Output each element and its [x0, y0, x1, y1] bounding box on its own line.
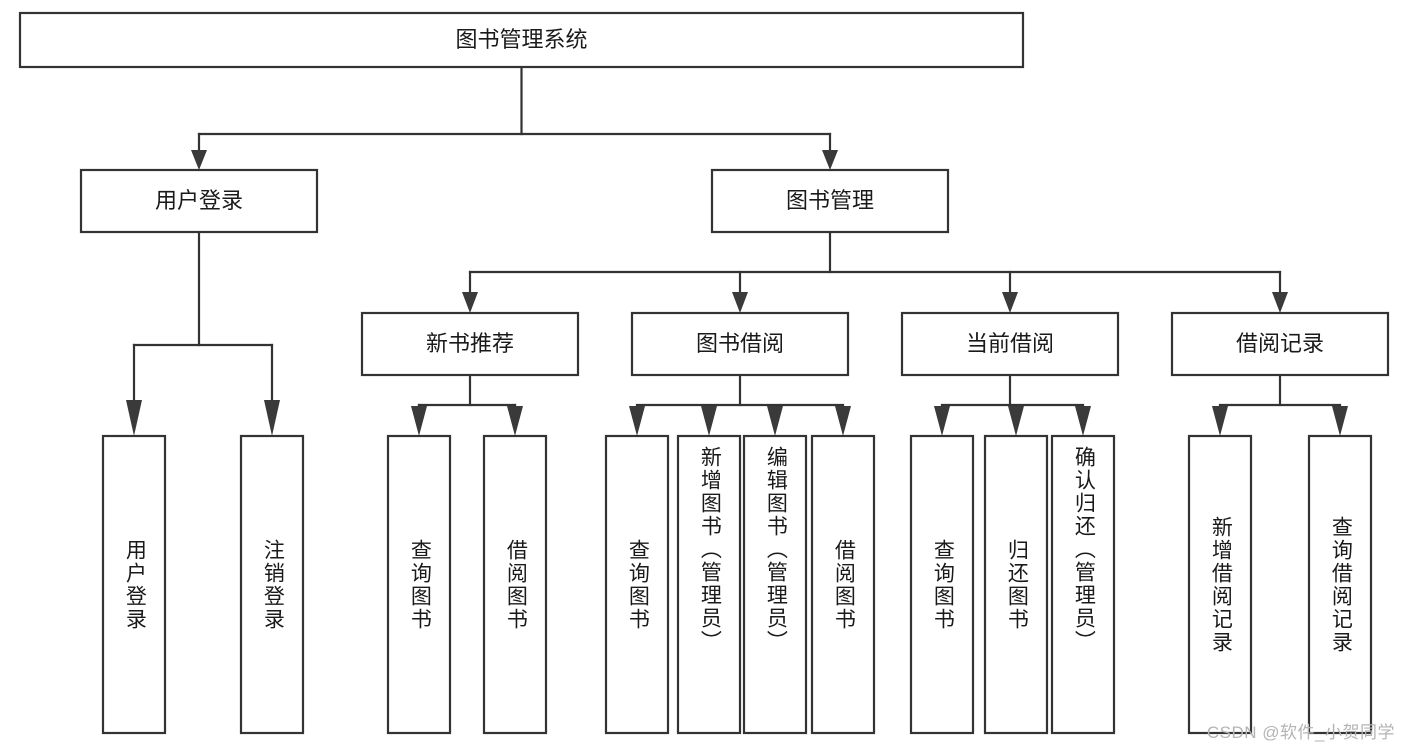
- arrow-head-leaf-query-book-cur: [934, 406, 950, 436]
- node-current-borrow-box[interactable]: [900, 311, 1120, 377]
- node-book-borrow-label: 图书借阅: [696, 331, 784, 356]
- connectors-borrow-record-to-leaves: [1212, 373, 1348, 436]
- node-new-book-recommend-box[interactable]: [360, 311, 580, 377]
- node-leaf-borrow-book-box[interactable]: [810, 434, 876, 735]
- node-book-borrow[interactable]: 图书借阅: [630, 311, 850, 377]
- node-root-box[interactable]: [18, 11, 1025, 69]
- node-leaf-query-record-box[interactable]: [1307, 434, 1373, 735]
- arrow-head-book-borrow: [732, 292, 748, 313]
- node-book-management-box[interactable]: [710, 168, 950, 234]
- arrow-head-leaf-add-record: [1212, 406, 1228, 436]
- connectors-user-login-to-leaves: [126, 230, 280, 436]
- node-new-book-recommend-label: 新书推荐: [426, 331, 514, 356]
- node-borrow-record-box[interactable]: [1170, 311, 1390, 377]
- arrow-head-leaf-query-book-rec: [411, 406, 427, 436]
- arrow-head-leaf-user-login: [126, 400, 142, 436]
- node-book-management[interactable]: 图书管理: [710, 168, 950, 234]
- node-book-borrow-box[interactable]: [630, 311, 850, 377]
- node-book-management-label: 图书管理: [786, 188, 874, 213]
- node-root-label: 图书管理系统: [455, 27, 587, 52]
- node-current-borrow-label: 当前借阅: [966, 331, 1054, 356]
- node-root[interactable]: 图书管理系统: [18, 11, 1025, 69]
- connectors-book-borrow-to-leaves: [629, 373, 851, 436]
- arrow-head-leaf-edit-book: [767, 406, 783, 436]
- arrow-head-leaf-return-book: [1008, 406, 1024, 436]
- node-leaf-user-login-box[interactable]: [101, 434, 167, 735]
- connectors-book-management-to-level2: [462, 230, 1288, 313]
- arrow-head-leaf-borrow-book-rec: [507, 406, 523, 436]
- arrow-head-leaf-query-book-borrow: [629, 406, 645, 436]
- node-leaf-query-book-cur-box[interactable]: [909, 434, 975, 735]
- arrow-head-leaf-add-book: [701, 406, 717, 436]
- arrow-head-leaf-confirm-return: [1075, 406, 1091, 436]
- node-leaf-confirm-return-box[interactable]: [1050, 434, 1116, 735]
- node-user-login-box[interactable]: [79, 168, 319, 234]
- arrow-head-current-borrow: [1002, 292, 1018, 313]
- leaf-boxes: [101, 434, 1373, 735]
- arrow-head-leaf-query-record: [1332, 406, 1348, 436]
- node-leaf-edit-book-box[interactable]: [742, 434, 808, 735]
- arrow-head-borrow-record: [1272, 292, 1288, 313]
- node-borrow-record[interactable]: 借阅记录: [1170, 311, 1390, 377]
- arrow-head-book-management: [822, 150, 838, 170]
- arrow-head-user-login: [191, 150, 207, 170]
- arrow-head-leaf-logout: [264, 400, 280, 436]
- node-leaf-borrow-book-rec-box[interactable]: [482, 434, 548, 735]
- node-leaf-add-book-box[interactable]: [676, 434, 742, 735]
- node-borrow-record-label: 借阅记录: [1236, 331, 1324, 356]
- watermark: CSDN @软件_小贺同学: [1206, 723, 1395, 742]
- connectors-new-book-recommend-to-leaves: [411, 373, 523, 436]
- arrow-head-new-book-recommend: [462, 292, 478, 313]
- node-current-borrow[interactable]: 当前借阅: [900, 311, 1120, 377]
- node-leaf-return-book-box[interactable]: [983, 434, 1049, 735]
- node-leaf-add-record-box[interactable]: [1187, 434, 1253, 735]
- connectors-current-borrow-to-leaves: [934, 373, 1091, 436]
- node-leaf-query-book-borrow-box[interactable]: [604, 434, 670, 735]
- node-user-login-label: 用户登录: [155, 188, 243, 213]
- arrow-head-leaf-borrow-book: [835, 406, 851, 436]
- node-user-login[interactable]: 用户登录: [79, 168, 319, 234]
- connectors-root-to-level1: [191, 65, 838, 170]
- node-leaf-query-book-rec-box[interactable]: [386, 434, 452, 735]
- node-new-book-recommend[interactable]: 新书推荐: [360, 311, 580, 377]
- node-leaf-logout-box[interactable]: [239, 434, 305, 735]
